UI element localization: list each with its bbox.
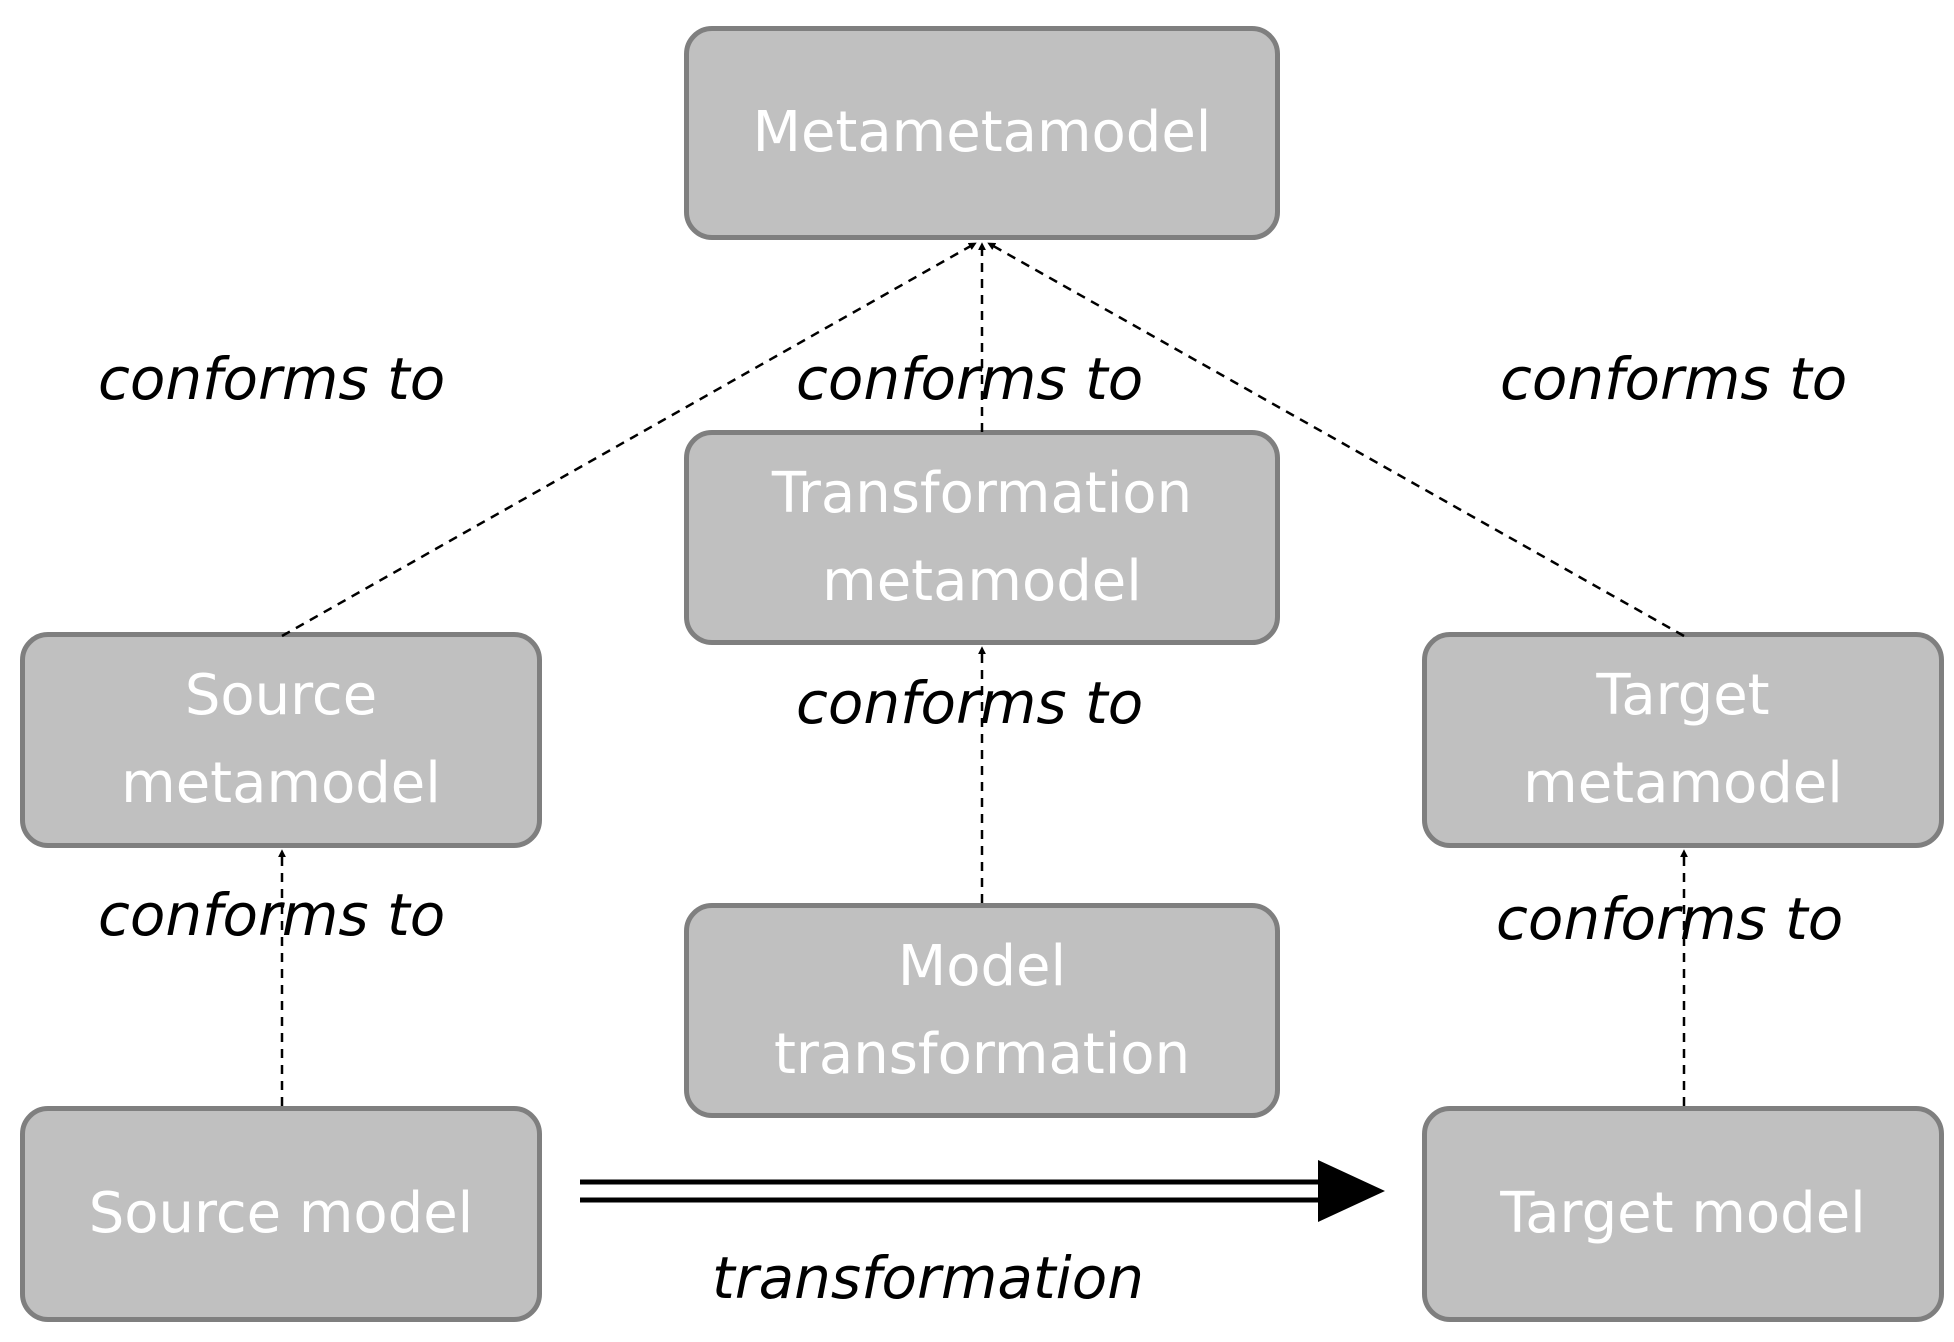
transformation-metamodel-box: Transformation metamodel [684,430,1280,645]
model-transformation-box: Model transformation [684,903,1280,1118]
target-model-conforms-label: conforms to [1496,885,1844,953]
model-transformation-label: Model transformation [773,933,1191,1087]
source-model-box: Source model [20,1106,542,1322]
transformation-label: transformation [712,1244,1144,1312]
source-model-conforms-label: conforms to [98,881,446,949]
model-transformation-conforms-label: conforms to [796,669,1144,737]
source-model-label: Source model [88,1181,474,1246]
source-metamodel-label: Source metamodel [121,663,441,816]
target-model-label: Target model [1500,1181,1866,1246]
target-model-box: Target model [1422,1106,1944,1322]
target-metamodel-label: Target metamodel [1523,663,1843,816]
transformation-metamodel-label: Transformation metamodel [771,460,1193,614]
target-metamodel-conforms-label: conforms to [1500,345,1848,413]
source-metamodel-conforms-label: conforms to [98,345,446,413]
transformation-arrow [580,1160,1385,1222]
metametamodel-box: Metametamodel [684,26,1280,240]
transformation-metamodel-conforms-label: conforms to [796,345,1144,413]
edge-target-metamodel-to-metametamodel [987,241,1685,638]
target-metamodel-box: Target metamodel [1422,632,1944,848]
source-metamodel-box: Source metamodel [20,632,542,848]
metametamodel-label: Metametamodel [752,100,1212,165]
edge-source-metamodel-to-metametamodel [281,241,977,638]
